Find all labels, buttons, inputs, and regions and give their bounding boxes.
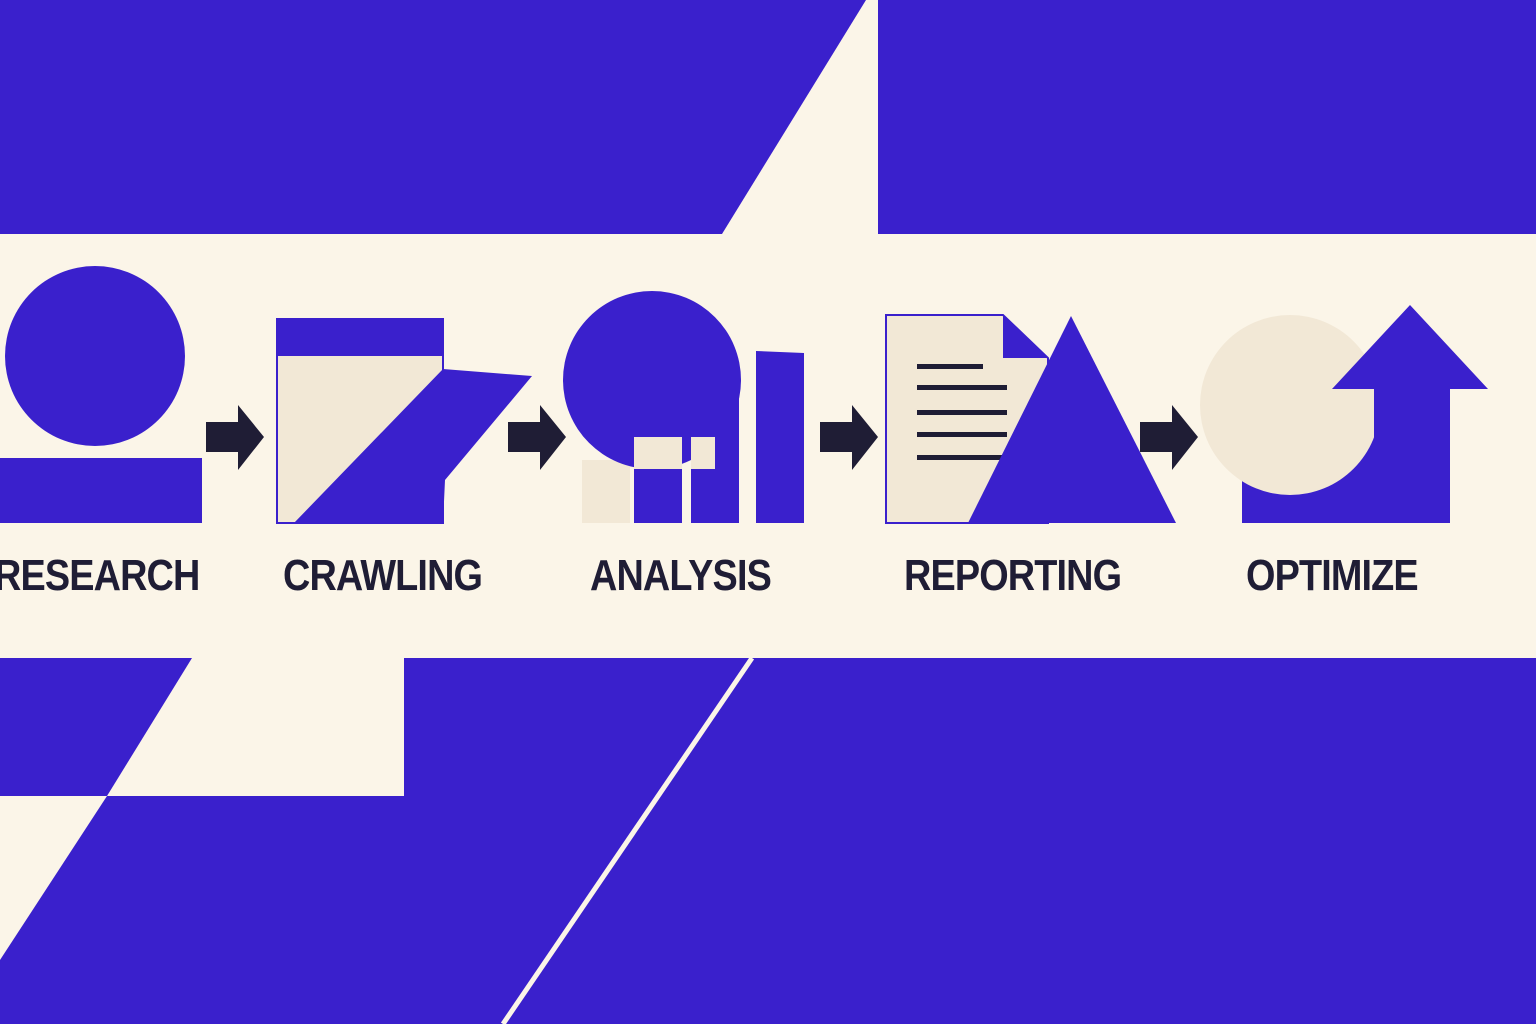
report-document-icon [885, 314, 1176, 524]
bottom-left-wedge [0, 796, 107, 960]
step-label-reporting: REPORTING [904, 551, 1122, 600]
up-arrow-icon [1200, 305, 1488, 523]
top-wedge-shape [722, 0, 878, 234]
step-label-analysis: ANALYSIS [590, 551, 772, 600]
step-label-optimize: OPTIMIZE [1246, 551, 1419, 600]
arrow-icon [1140, 405, 1198, 470]
bar-chart-icon [563, 291, 804, 523]
bottom-diagonal-line [500, 656, 755, 1024]
arrow-icon [820, 405, 878, 470]
crawler-page-icon [276, 318, 532, 524]
arrow-icon [206, 405, 264, 470]
step-label-research: RESEARCH [0, 551, 200, 600]
step-label-crawling: CRAWLING [283, 551, 483, 600]
person-icon [0, 266, 202, 523]
arrow-icon [508, 405, 566, 470]
bottom-left-block [107, 658, 404, 796]
